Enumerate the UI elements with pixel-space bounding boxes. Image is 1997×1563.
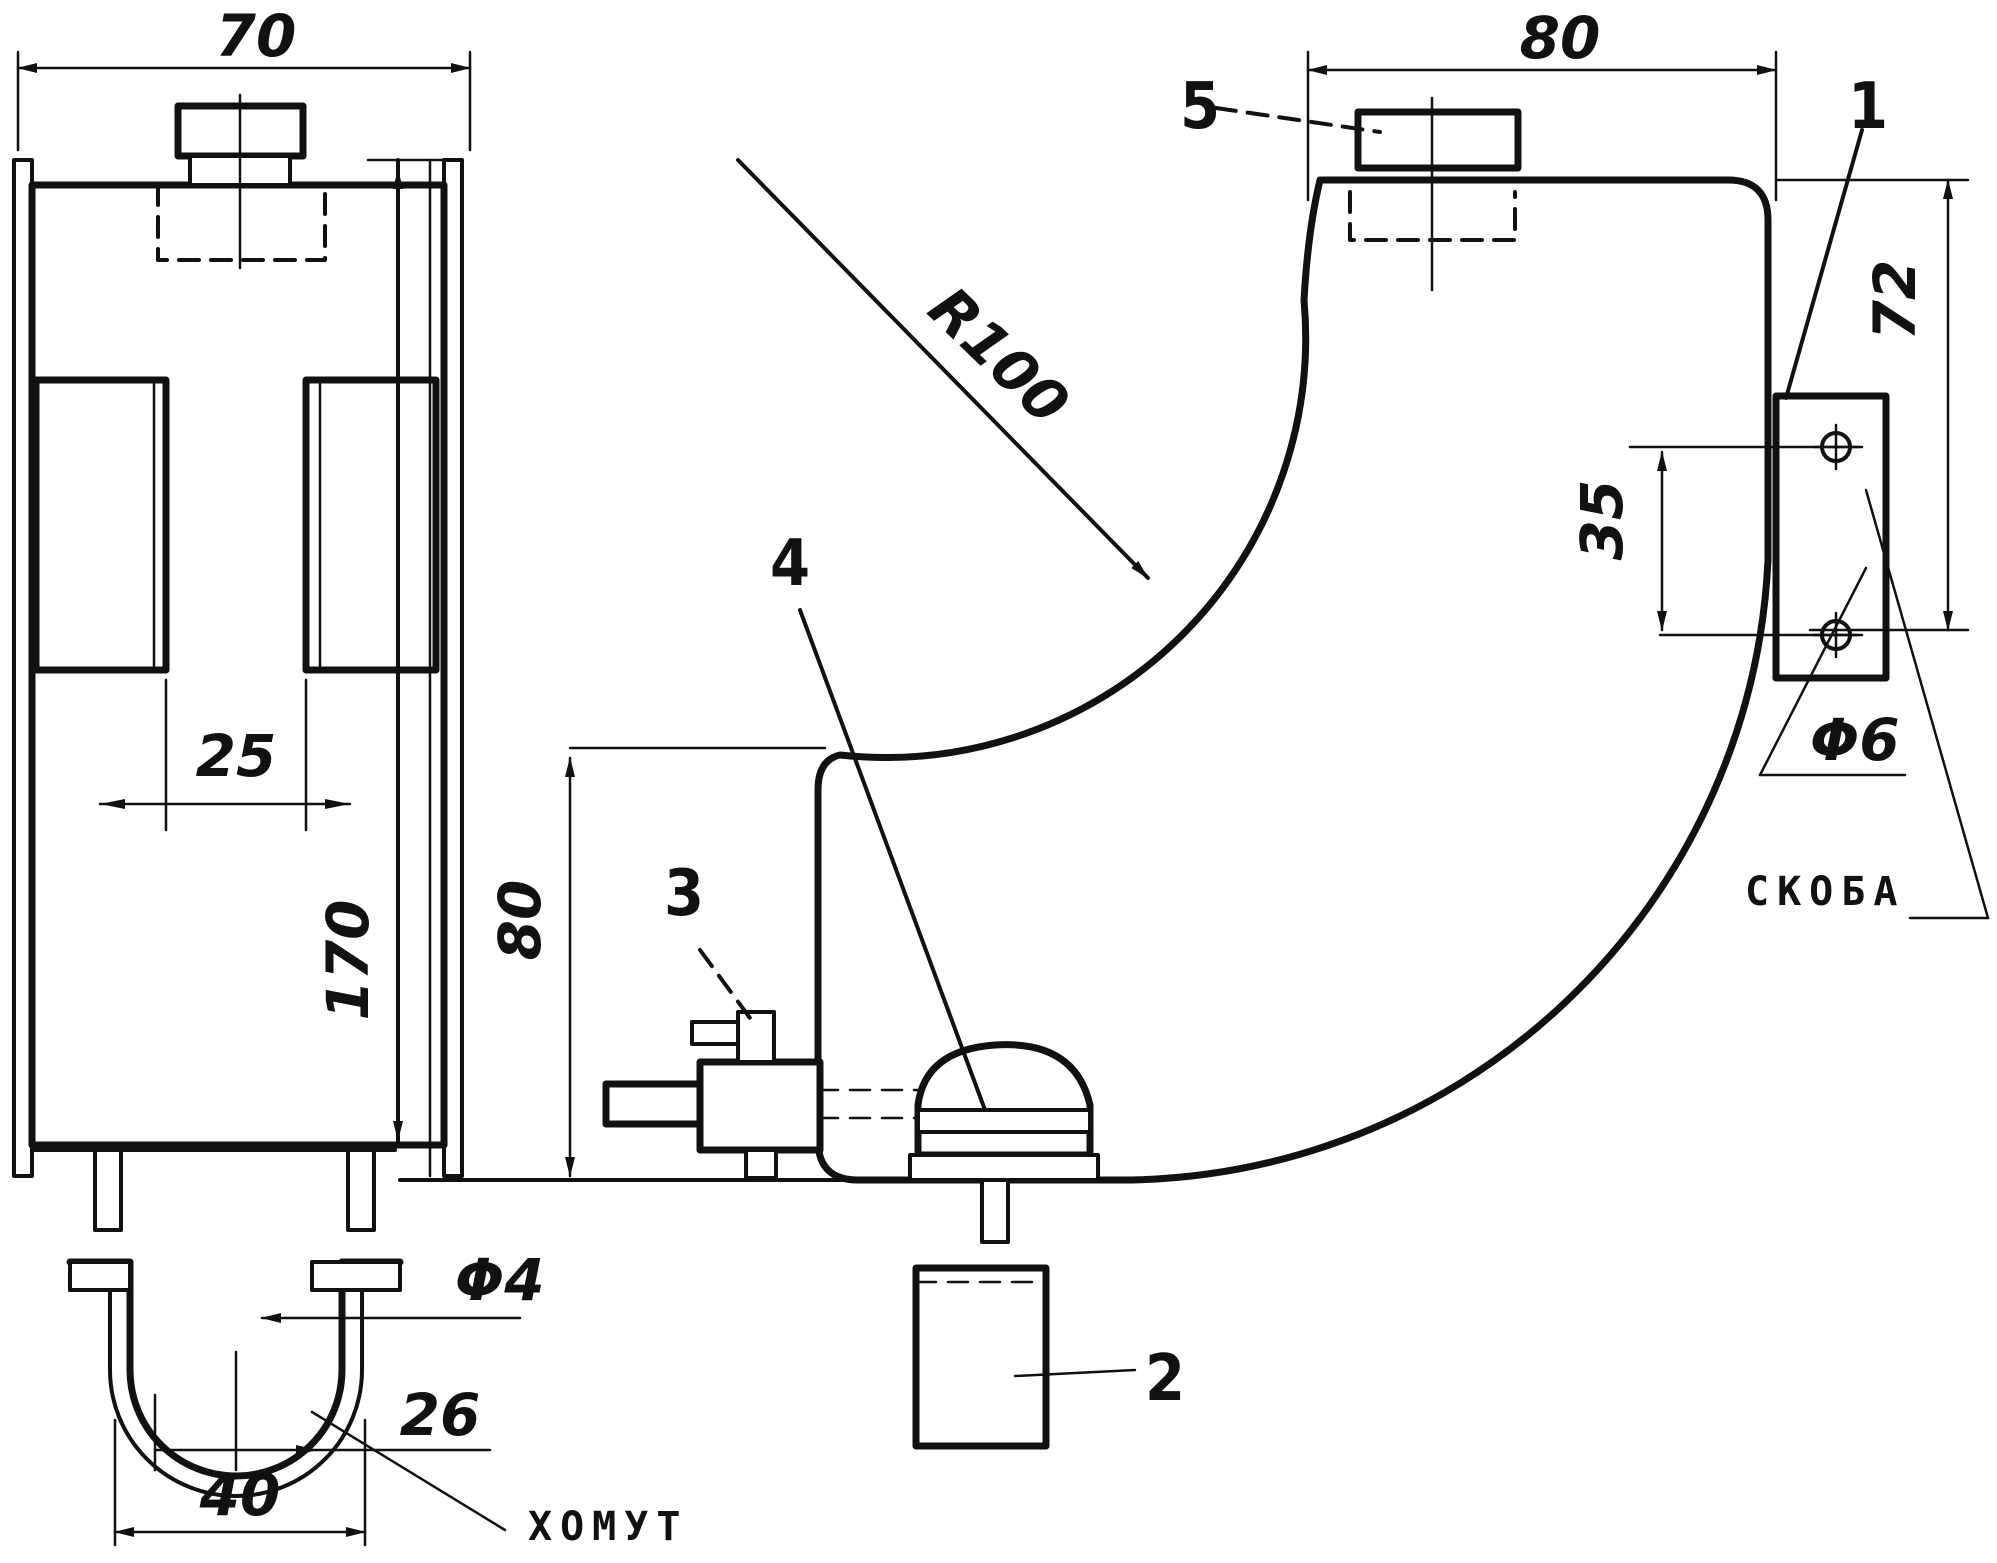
dim-top-width: 80 — [1520, 4, 1601, 72]
callout-5-leader — [1214, 106, 1382, 134]
clamp-ear-right — [310, 1260, 402, 1292]
filter-dome — [914, 1041, 1094, 1159]
tank-side-view: 70 25 170 — [12, 2, 472, 1232]
petcock-outlet — [602, 1080, 704, 1128]
dim-slot-spacing: 25 — [196, 722, 277, 790]
tank-slot-left — [32, 376, 170, 674]
callout-1: 1 — [1848, 70, 1888, 144]
dim-bend-radius: R100 — [916, 274, 1082, 438]
callout-5: 5 — [1180, 70, 1220, 144]
dim-tank-height: 170 — [314, 899, 382, 1020]
dim-left-height: 80 — [486, 880, 554, 961]
clamp-ear-left — [68, 1260, 132, 1292]
petcock-body — [696, 1058, 824, 1154]
callout-2: 2 — [1145, 1342, 1185, 1416]
petcock-lever-base — [736, 1010, 776, 1064]
clamp-label: ХОМУТ — [528, 1504, 688, 1550]
tank-front-view: 80 R100 72 35 Φ6 СКОБА 1 — [398, 4, 1990, 1450]
callout-1-leader — [1784, 128, 1864, 400]
dim-tank-width: 70 — [216, 2, 297, 70]
outlet-nipple — [980, 1178, 1010, 1244]
dim-26-arrow — [296, 1445, 318, 1455]
callout-4: 4 — [770, 527, 810, 601]
dim-r100-leader — [736, 158, 1150, 580]
tank-leg-right — [346, 1148, 376, 1232]
callout-3-leader — [698, 948, 752, 1020]
top-filler-cap — [1354, 108, 1522, 172]
bracket-label: СКОБА — [1745, 869, 1905, 915]
clamp-outer — [66, 1258, 404, 1480]
dim-bracket-hole: Φ6 — [1810, 706, 1900, 774]
dim-clamp-hole: Φ4 — [455, 1246, 545, 1314]
sediment-cup — [912, 1264, 1050, 1450]
dim-phi6-leader — [1758, 566, 1868, 777]
filter-base — [908, 1153, 1100, 1182]
petcock-thread — [744, 1148, 778, 1180]
bracket-label-leader — [1864, 488, 1990, 920]
filter-band — [916, 1108, 1092, 1134]
clamp-view: Φ4 26 40 ХОМУТ — [66, 1246, 688, 1550]
callout-3: 3 — [664, 857, 704, 931]
petcock-lever — [690, 1020, 740, 1046]
dim-hole-spacing: 35 — [1568, 480, 1636, 561]
clamp-inner — [68, 1288, 402, 1498]
tank-leg-left — [93, 1148, 123, 1232]
filler-hidden-outline — [156, 183, 327, 262]
dim-clamp-outer: 40 — [199, 1461, 281, 1529]
callout-2-leader — [1013, 1368, 1137, 1378]
tank-body — [28, 181, 448, 1149]
clamp-label-leader — [310, 1410, 507, 1532]
dim-bracket-height: 72 — [1861, 260, 1929, 341]
callout-4-leader — [798, 608, 987, 1112]
dim-25-arrows — [100, 799, 350, 809]
tank-slot-right — [302, 376, 440, 674]
dim-clamp-inner: 26 — [400, 1381, 481, 1449]
